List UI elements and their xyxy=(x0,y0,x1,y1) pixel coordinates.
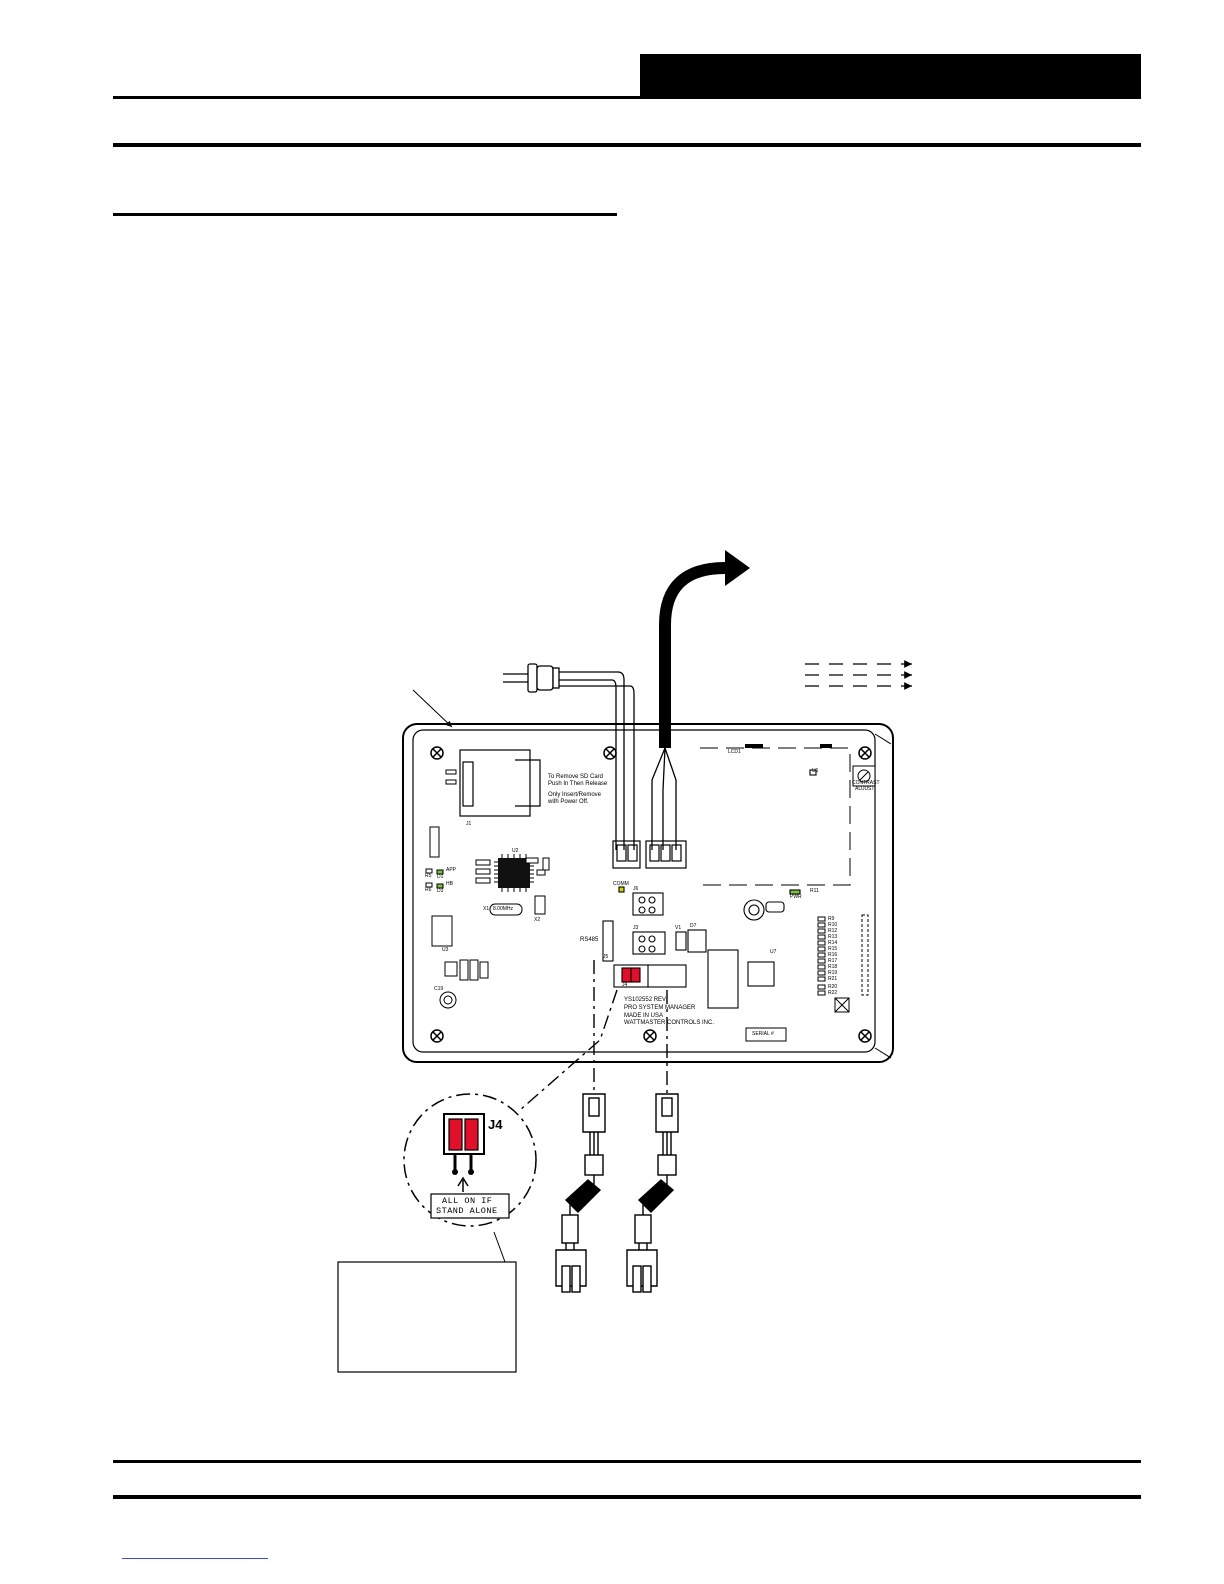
resistor-label: R18 xyxy=(828,964,838,970)
board-connectors xyxy=(602,886,687,988)
enclosure-leader xyxy=(412,689,453,728)
resistor-label: R14 xyxy=(828,940,838,946)
subsection-rule xyxy=(113,213,617,216)
resistor-column xyxy=(817,914,869,1013)
section-rule xyxy=(113,143,1141,147)
inset-note-line2: STAND ALONE xyxy=(436,1206,498,1216)
resistor-label: R20 xyxy=(828,984,838,990)
microcontroller-chip xyxy=(494,854,534,892)
contrast-label-2: ADJUST xyxy=(855,786,875,792)
terminal-blocks xyxy=(612,840,687,869)
ref-j4: J4 xyxy=(622,982,628,988)
ref-d7: D7 xyxy=(690,923,697,929)
resistor-label: R9 xyxy=(828,916,835,922)
ref-d3: D3 xyxy=(437,888,444,894)
resistor-label: R13 xyxy=(828,934,838,940)
company-name: WATTMASTER CONTROLS INC. xyxy=(624,1020,714,1026)
made-in: MADE IN USA xyxy=(624,1013,664,1019)
serial-box xyxy=(745,1027,787,1042)
ref-j3: J3 xyxy=(633,925,639,931)
jumper-inset-detail xyxy=(403,1093,537,1263)
lcd-outline xyxy=(700,747,851,886)
contrast-pot xyxy=(852,765,876,787)
ref-j5: J5 xyxy=(603,954,609,960)
ref-v1: V1 xyxy=(675,925,682,931)
sd-card-holder xyxy=(459,749,541,817)
communication-cable-arrow xyxy=(651,550,750,850)
resistor-label: R16 xyxy=(828,952,838,958)
ref-r11: R11 xyxy=(810,888,819,894)
note-box xyxy=(337,1261,517,1373)
ref-u3: U3 xyxy=(442,947,449,953)
sd-note-line1: To Remove SD Card xyxy=(548,774,604,780)
rs485-label: RS485 xyxy=(580,937,599,943)
resistor-label: R10 xyxy=(828,922,838,928)
cable-assemblies xyxy=(555,1093,679,1293)
lcd-label: LCD1 xyxy=(728,749,741,755)
left-components xyxy=(425,769,550,1009)
dashed-wire-arrows xyxy=(805,660,912,690)
inset-jumper-ref: J4 xyxy=(488,1117,503,1132)
connector-leaders xyxy=(519,960,668,1111)
sd-note-line2: Push In Then Release xyxy=(548,781,608,787)
ref-u7: U7 xyxy=(770,949,777,955)
ref-c19: C19 xyxy=(434,986,444,992)
resistor-label: R15 xyxy=(828,946,838,952)
hb-label: HB xyxy=(446,881,453,887)
part-number: YS102552 REV xyxy=(624,997,667,1003)
ref-u1: U1 xyxy=(812,768,819,774)
ref-u2: U2 xyxy=(512,848,519,854)
comm-label: COMM xyxy=(613,881,629,887)
inset-note-line1: ALL ON IF xyxy=(442,1196,493,1206)
sd-note-line4: with Power Off. xyxy=(548,799,589,805)
ref-x1: X1 xyxy=(483,906,490,912)
app-label: APP xyxy=(446,867,457,873)
contrast-label-1: CONTRAST xyxy=(852,780,880,786)
header-rule xyxy=(113,96,1141,99)
resistor-label: R21 xyxy=(828,976,838,982)
ref-x2: X2 xyxy=(534,917,541,923)
serial-label: SERIAL # xyxy=(752,1031,774,1037)
ref-j6: J6 xyxy=(633,886,639,892)
ref-d1: D1 xyxy=(437,874,444,880)
sd-note-line3: Only Insert/Remove xyxy=(548,792,602,798)
resistor-label: R17 xyxy=(828,958,838,964)
product-name: PRO SYSTEM MANAGER xyxy=(624,1005,696,1011)
crystal xyxy=(489,903,523,916)
resistor-label: R19 xyxy=(828,970,838,976)
resistor-label-column-2: R20 R22 xyxy=(828,984,837,996)
footer-rule-bottom xyxy=(113,1495,1141,1499)
pwr-label: PWR xyxy=(790,894,802,900)
ref-j1: J1 xyxy=(466,821,472,827)
ref-r5: R5 xyxy=(425,873,432,879)
footer-rule-top xyxy=(113,1460,1141,1463)
ref-r6: R6 xyxy=(425,887,432,893)
mounting-screws xyxy=(430,746,872,1043)
header-black-tab xyxy=(640,54,1141,98)
footer-link-underline[interactable] xyxy=(122,1558,268,1559)
power-components xyxy=(675,769,817,1009)
resistor-label: R12 xyxy=(828,928,838,934)
crystal-label: 8.00MHz xyxy=(493,906,514,912)
resistor-label: R22 xyxy=(828,990,838,996)
resistor-label-column: R9 R10 R12 R13 R14 R15 R16 R17 R18 R19 R… xyxy=(828,916,837,982)
power-plug xyxy=(503,663,635,850)
